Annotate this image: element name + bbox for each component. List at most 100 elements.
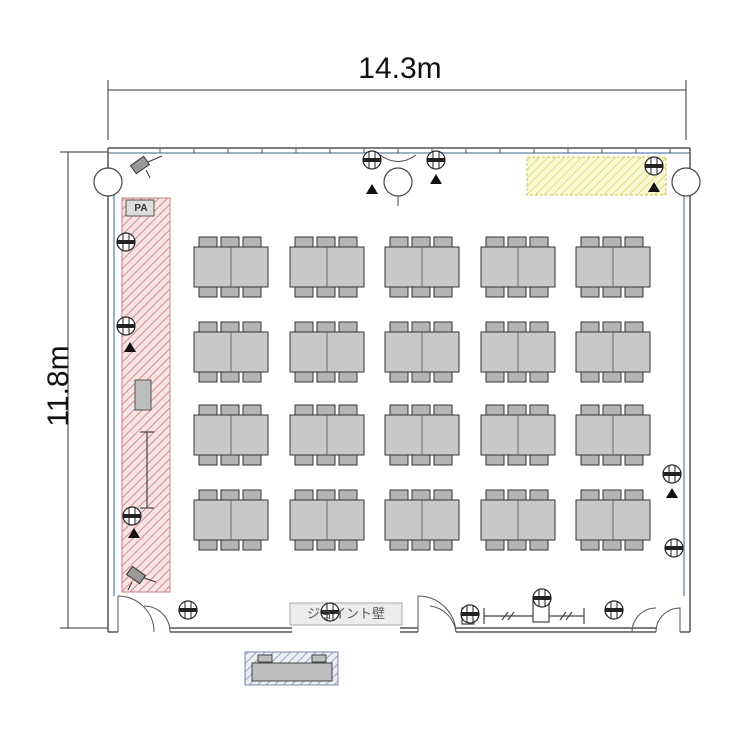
chair	[389, 404, 409, 416]
chair	[529, 539, 549, 551]
chair	[433, 404, 453, 416]
chair	[580, 404, 600, 416]
chair	[580, 454, 600, 466]
chair	[485, 404, 505, 416]
chair	[242, 539, 262, 551]
chair	[411, 236, 431, 248]
chair	[316, 539, 336, 551]
chair	[242, 404, 262, 416]
power-outlet-icon	[116, 232, 136, 252]
chair	[316, 371, 336, 383]
power-outlet-icon	[460, 604, 480, 624]
table-set	[480, 489, 556, 551]
chair	[242, 286, 262, 298]
chair	[411, 371, 431, 383]
chair	[411, 539, 431, 551]
chair	[316, 489, 336, 501]
table-set	[384, 489, 460, 551]
joint-wall-label: ジョイント壁	[306, 606, 385, 621]
power-outlet-icon	[644, 156, 664, 176]
power-outlet-icon	[178, 600, 198, 620]
chair	[220, 286, 240, 298]
table-set	[289, 321, 365, 383]
chair	[602, 404, 622, 416]
chair	[529, 454, 549, 466]
reserved-area	[526, 156, 667, 196]
chair	[294, 454, 314, 466]
podium	[134, 379, 152, 411]
chair	[220, 454, 240, 466]
chair	[602, 454, 622, 466]
chair	[294, 236, 314, 248]
chair	[316, 454, 336, 466]
chair	[529, 286, 549, 298]
spotlight-icon	[124, 174, 678, 538]
chair	[411, 489, 431, 501]
column-notch	[379, 154, 417, 206]
table-set	[480, 404, 556, 466]
chair	[624, 321, 644, 333]
width-dimension-label: 14.3m	[358, 52, 442, 85]
chair	[338, 539, 358, 551]
chair	[338, 321, 358, 333]
chair	[602, 321, 622, 333]
chair	[338, 286, 358, 298]
chair	[529, 236, 549, 248]
chair	[220, 539, 240, 551]
chair	[242, 454, 262, 466]
chair	[294, 286, 314, 298]
power-outlet-icon	[604, 600, 624, 620]
chair	[485, 539, 505, 551]
chair	[389, 454, 409, 466]
chair	[198, 539, 218, 551]
chair	[338, 489, 358, 501]
screen-rail	[140, 431, 154, 509]
chair	[198, 371, 218, 383]
chair	[294, 539, 314, 551]
chair	[580, 371, 600, 383]
table-set	[193, 321, 269, 383]
chair	[433, 539, 453, 551]
chair	[433, 286, 453, 298]
chair	[198, 489, 218, 501]
chair	[220, 236, 240, 248]
chair	[485, 321, 505, 333]
chair	[411, 321, 431, 333]
table-set	[575, 489, 651, 551]
chair	[316, 236, 336, 248]
width-dimension-line	[107, 80, 687, 140]
projector-icon	[125, 155, 151, 585]
chair	[338, 236, 358, 248]
chair	[389, 371, 409, 383]
table-set	[384, 404, 460, 466]
chair	[485, 371, 505, 383]
chair	[624, 489, 644, 501]
chair	[294, 404, 314, 416]
chair	[294, 321, 314, 333]
chair	[507, 286, 527, 298]
table-set	[480, 236, 556, 298]
table-set	[289, 404, 365, 466]
chair	[624, 236, 644, 248]
chair	[433, 454, 453, 466]
reception-table	[251, 654, 333, 682]
chair	[485, 454, 505, 466]
chair	[485, 286, 505, 298]
chair	[198, 404, 218, 416]
chair	[580, 321, 600, 333]
table-set	[193, 236, 269, 298]
pa-box	[125, 199, 155, 217]
chair	[580, 539, 600, 551]
chair	[507, 371, 527, 383]
table-set	[289, 489, 365, 551]
table-set	[575, 404, 651, 466]
chair	[338, 454, 358, 466]
height-dimension-line	[60, 151, 108, 629]
chair	[602, 539, 622, 551]
chair	[338, 404, 358, 416]
chair	[602, 286, 622, 298]
table-set	[289, 236, 365, 298]
chair	[624, 454, 644, 466]
chair	[389, 236, 409, 248]
chair	[529, 371, 549, 383]
